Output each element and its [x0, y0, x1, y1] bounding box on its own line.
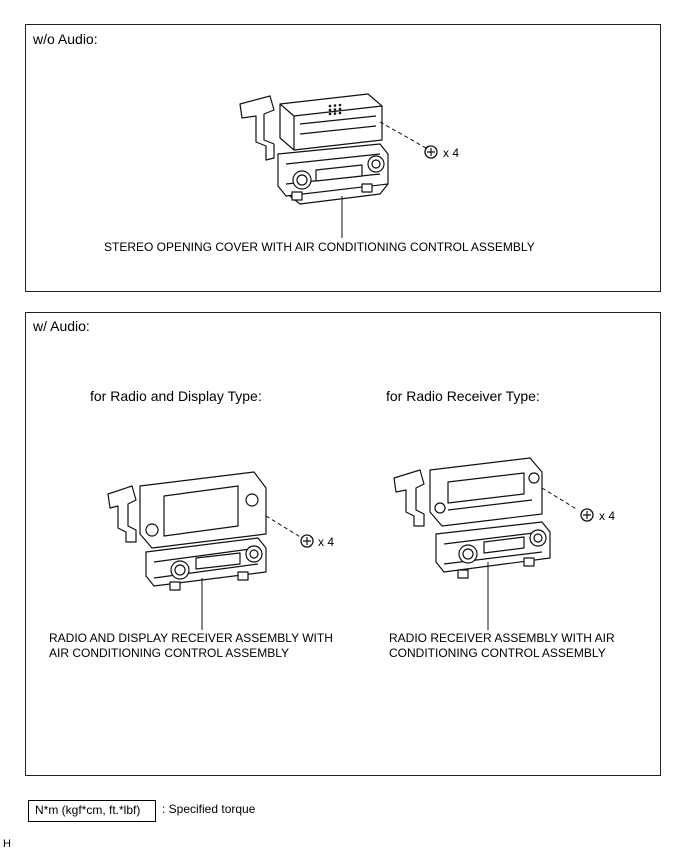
- radio-display-type-title: for Radio and Display Type:: [90, 388, 262, 404]
- panel-with-audio-heading: w/ Audio:: [33, 318, 90, 334]
- leader-line: [201, 578, 203, 630]
- stereo-cover-illustration: [239, 93, 427, 205]
- corner-mark: H: [3, 838, 11, 850]
- panel-without-audio-quantity: x 4: [443, 146, 460, 160]
- torque-legend-box: N*m (kgf*cm, ft.*lbf): [28, 800, 156, 822]
- left-knob: [145, 523, 159, 537]
- leader-line: [341, 196, 343, 238]
- torque-legend-description: : Specified torque: [162, 802, 256, 816]
- leader-line: [487, 562, 489, 630]
- radio-receiver-label-line1: RADIO RECEIVER ASSEMBLY WITH AIR: [389, 631, 615, 645]
- radio-display-illustration: [107, 471, 303, 591]
- cover-housing: [279, 93, 383, 151]
- screw-icon: [300, 534, 314, 548]
- radio-display-label-line1: RADIO AND DISPLAY RECEIVER ASSEMBLY WITH: [49, 631, 333, 645]
- panel-with-audio: [25, 312, 661, 776]
- screw-icon: [424, 145, 438, 159]
- right-knob: [245, 493, 259, 507]
- radio-receiver-illustration: [393, 457, 579, 579]
- screw-icon: [580, 508, 594, 522]
- stereo-cover-label: STEREO OPENING COVER WITH AIR CONDITIONI…: [104, 240, 535, 254]
- bracket-left: [393, 469, 425, 527]
- radio-display-label-line2: AIR CONDITIONING CONTROL ASSEMBLY: [49, 646, 290, 660]
- radio-display-quantity: x 4: [318, 535, 335, 549]
- display-screen: [163, 485, 239, 537]
- bracket-left: [239, 95, 275, 161]
- radio-receiver-label-line2: CONDITIONING CONTROL ASSEMBLY: [389, 646, 606, 660]
- panel-without-audio-heading: w/o Audio:: [33, 31, 98, 47]
- bracket-left: [107, 485, 137, 543]
- radio-receiver-type-title: for Radio Receiver Type:: [386, 388, 540, 404]
- radio-receiver-quantity: x 4: [599, 509, 616, 523]
